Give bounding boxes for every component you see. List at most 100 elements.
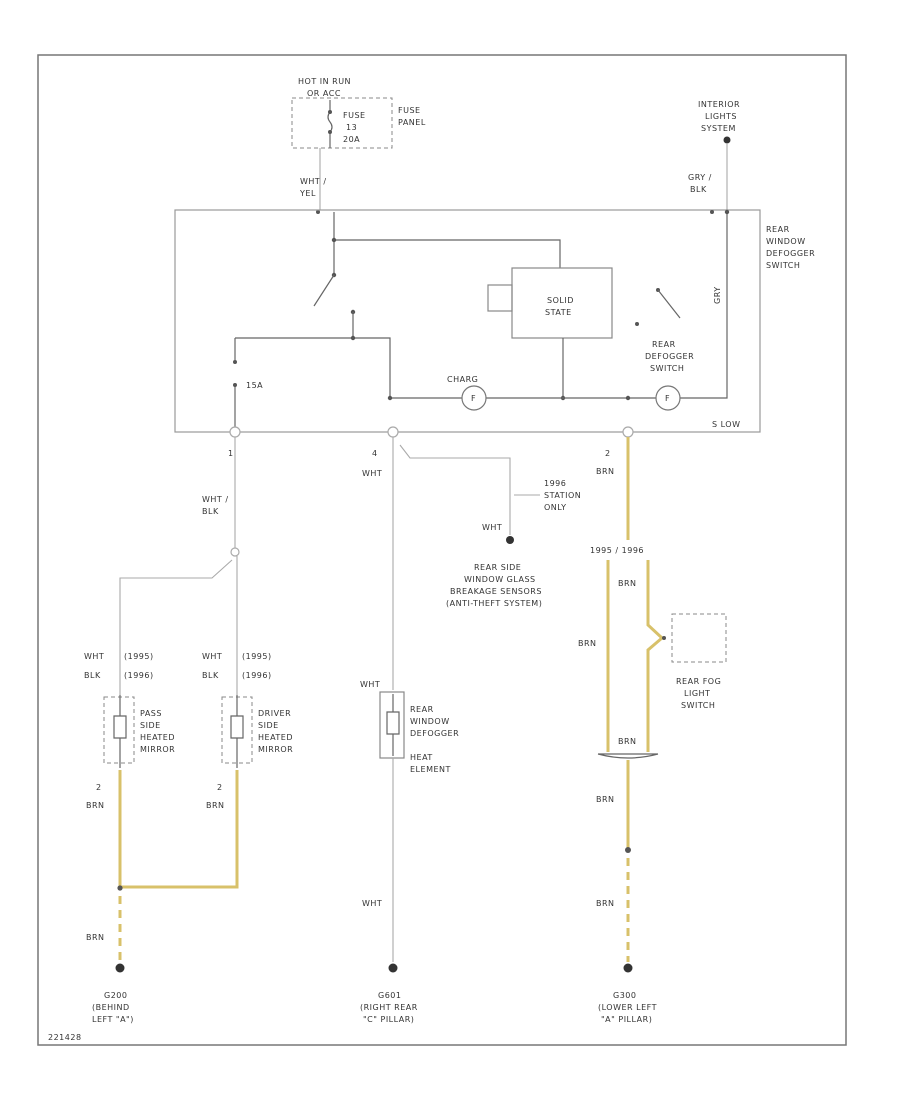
sensors-connector <box>506 536 514 544</box>
brn-left-label: BRN <box>86 933 105 942</box>
junction-a <box>331 237 337 243</box>
ground-g601 <box>388 963 398 973</box>
fog-label-3: SWITCH <box>681 701 715 710</box>
fog-switch-box <box>671 613 727 663</box>
power-label-2: OR ACC <box>307 89 341 98</box>
interior-label-2: LIGHTS <box>705 112 737 121</box>
g200-label-2: (BEHIND <box>92 1003 130 1012</box>
wht-center-label: WHT <box>362 899 382 908</box>
heater-element <box>386 694 400 756</box>
wire-to-pass-mirror <box>119 559 233 695</box>
pass-wire-1: WHT <box>84 652 104 661</box>
wht-small-label: WHT <box>482 523 502 532</box>
defog-label-1: REAR <box>652 340 676 349</box>
drv-mirror-label-3: HEATED <box>258 733 293 742</box>
g200-label-1: G200 <box>104 991 127 1000</box>
g601-label-2: (RIGHT REAR <box>360 1003 418 1012</box>
wire-wht-blk-2: BLK <box>202 507 219 516</box>
fog-brn-2: BRN <box>578 639 597 648</box>
brn-wire-1996 <box>646 560 665 752</box>
g300-label-1: G300 <box>613 991 636 1000</box>
drv-pin: 2 <box>217 783 223 792</box>
fuse-panel-box <box>291 97 393 149</box>
switch-label-1: REAR <box>766 225 790 234</box>
fog-brn-3: BRN <box>618 737 637 746</box>
charge-lamp-label: CHARG <box>447 375 478 384</box>
defog-label-3: SWITCH <box>650 364 684 373</box>
wagon-label-2: STATION <box>544 491 581 500</box>
g300-label-2: (LOWER LEFT <box>598 1003 657 1012</box>
wire-to-sensors <box>399 444 511 535</box>
junction-c <box>350 335 356 341</box>
fuse-rating: 20A <box>343 135 360 144</box>
brn-right2-label: BRN <box>596 899 615 908</box>
switch-label-2: WINDOW <box>766 237 806 246</box>
g601-label-1: G601 <box>378 991 401 1000</box>
wire-gry-blk-1: GRY / <box>688 173 712 182</box>
wire-gry-blk-2: BLK <box>690 185 707 194</box>
charge-lamp <box>461 385 487 411</box>
drv-mirror-label-1: DRIVER <box>258 709 291 718</box>
pass-wire-2: BLK <box>84 671 101 680</box>
heater-label-2: WINDOW <box>410 717 450 726</box>
internal-wire-c <box>235 312 391 398</box>
fuse-symbol <box>327 100 333 148</box>
pass-mirror-label-3: HEATED <box>140 733 175 742</box>
relay-contact-bottom <box>233 383 237 387</box>
ground-g200 <box>115 963 125 973</box>
junction-bus-right <box>625 395 631 401</box>
heater-label-1: REAR <box>410 705 434 714</box>
pin-2-label: 2 <box>605 449 611 458</box>
wagon-label-1: 1996 <box>544 479 566 488</box>
fuse-terminal-bottom <box>328 130 332 134</box>
drv-wire-1: WHT <box>202 652 222 661</box>
fog-brn-1: BRN <box>618 579 637 588</box>
drv-mirror-heater <box>230 695 244 768</box>
defog-label-2: DEFOGGER <box>645 352 694 361</box>
brn-wire-mirrors <box>118 770 239 890</box>
fuse-panel-label-2: PANEL <box>398 118 426 127</box>
wire-wht-yel-1: WHT / <box>300 177 327 186</box>
pass-mirror-label-1: PASS <box>140 709 162 718</box>
interior-label-3: SYSTEM <box>701 124 736 133</box>
wagon-label-3: ONLY <box>544 503 567 512</box>
pass-mirror-box <box>103 696 135 764</box>
diagram-id: 221428 <box>48 1033 82 1042</box>
junction-interior <box>724 209 730 215</box>
sensors-label-4: (ANTI-THEFT SYSTEM) <box>446 599 542 608</box>
heater-wire: WHT <box>360 680 380 689</box>
solid-state-tab <box>487 284 513 312</box>
solid-state-label-2: STATE <box>545 308 572 317</box>
interior-label-1: INTERIOR <box>698 100 740 109</box>
main-switch-blade <box>313 274 335 307</box>
heater-label-3: DEFOGGER <box>410 729 459 738</box>
relay-rating: 15A <box>246 381 263 390</box>
pass-brn: BRN <box>86 801 105 810</box>
fog-label-1: REAR FOG <box>676 677 721 686</box>
pin-1 <box>229 426 241 438</box>
pass-mirror-heater <box>113 695 127 768</box>
brn-right-label: BRN <box>596 467 615 476</box>
pass-mirror-label-4: MIRROR <box>140 745 175 754</box>
internal-wire-b <box>334 239 561 268</box>
drv-wire-2: BLK <box>202 671 219 680</box>
fuse-terminal-top <box>328 110 332 114</box>
switch-label-4: SWITCH <box>766 261 800 270</box>
fog-splice <box>625 847 631 853</box>
relay-contact-top <box>233 360 237 364</box>
heater-label-5: ELEMENT <box>410 765 451 774</box>
switch-label-3: DEFOGGER <box>766 249 815 258</box>
heater-box <box>379 691 405 759</box>
defog-lamp <box>655 385 681 411</box>
pin-4 <box>387 426 399 438</box>
charge-lamp-letter: F <box>471 394 476 403</box>
power-label-1: HOT IN RUN <box>298 77 351 86</box>
wht-left-label: WHT <box>362 469 382 478</box>
fuse-panel-label-1: FUSE <box>398 106 421 115</box>
years-label: 1995 / 1996 <box>590 546 644 555</box>
drv-mirror-label-2: SIDE <box>258 721 279 730</box>
diagram-frame <box>37 54 847 1046</box>
splice-mirrors <box>117 885 123 891</box>
pin-4-label: 4 <box>372 449 378 458</box>
